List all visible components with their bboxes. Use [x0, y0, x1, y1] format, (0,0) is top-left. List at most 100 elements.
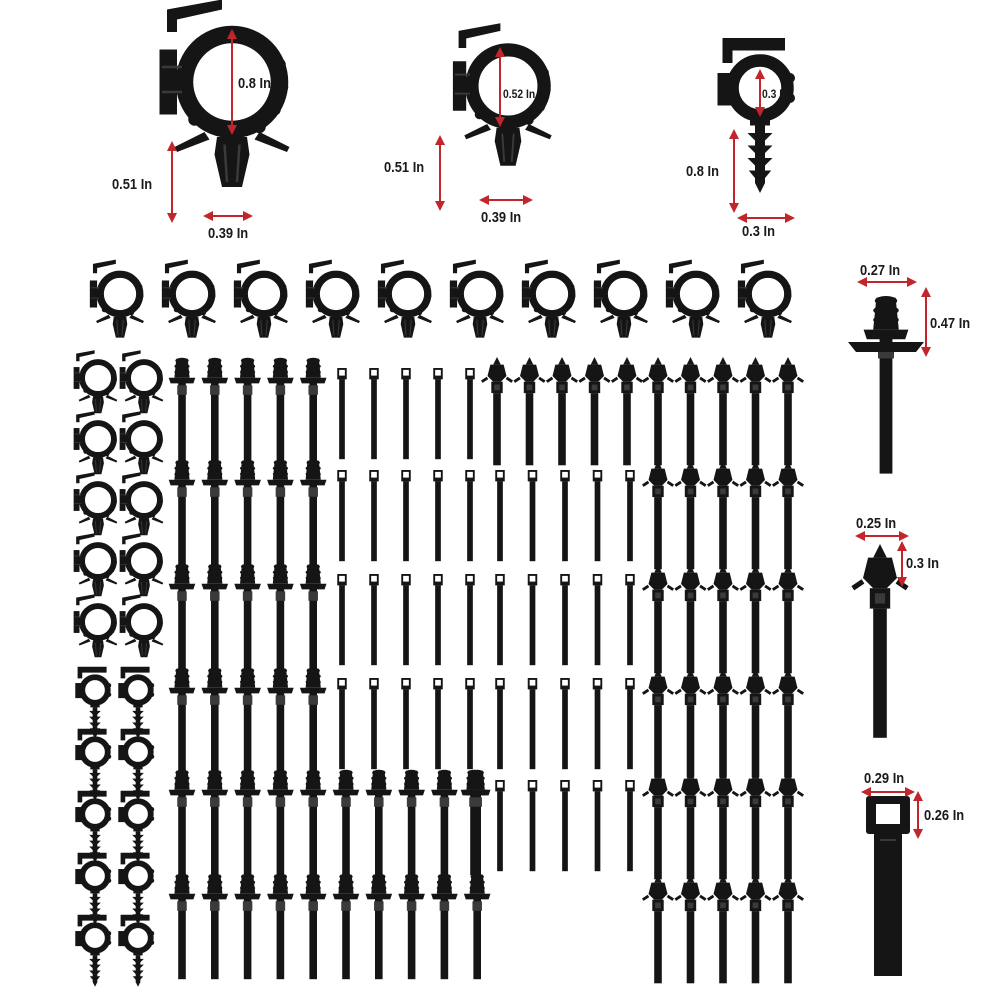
push-mount-tie-icon [234, 563, 261, 670]
arrow-head-tie-icon [706, 667, 740, 779]
screw-clip-icon [118, 791, 154, 863]
cable-tie-icon [337, 470, 347, 562]
large-clip-height-label: 0.51 In [112, 176, 153, 193]
cable-tie-icon [625, 780, 635, 872]
screw-clip-icon [75, 667, 111, 739]
arrow-head-tie-icon [706, 873, 740, 985]
cable-tie-icon [592, 470, 603, 562]
cable-tie-icon [401, 368, 411, 460]
push-mount-tie-icon [299, 667, 327, 774]
large-clip-dimension-lines [167, 29, 253, 223]
cable-tie-icon [369, 470, 379, 562]
cable-tie-icon [369, 574, 379, 666]
push-mount-tie-icon [267, 563, 294, 670]
arrow-head-tie-icon [641, 667, 675, 779]
push-mount-tie-icon [168, 459, 196, 566]
push-mount-tie-icon [398, 769, 425, 876]
loom-clip-icon [120, 533, 164, 596]
loom-clip-icon [120, 411, 164, 474]
screw-clip-icon [75, 915, 111, 987]
cable-tie-icon [495, 470, 505, 562]
push-mount-tie-icon [201, 667, 229, 774]
push-mount-tie-icon [332, 873, 360, 980]
small-clip-ring-label: 0.3 In [762, 87, 789, 101]
loom-clip-icon [74, 533, 118, 596]
arrow-head-tie-icon [641, 459, 675, 571]
push-mount-tie-icon [267, 873, 294, 980]
cable-tie-icon [465, 678, 475, 770]
small-clip-dimension-lines [729, 69, 795, 223]
cable-tie-icon [866, 796, 910, 976]
push-mount-tie-icon [299, 563, 327, 670]
arrow-head-tie-icon [641, 769, 675, 881]
small-clip-width-label: 0.3 In [742, 223, 775, 240]
arrow-head-tie-icon [853, 544, 907, 738]
arrow-head-tie-icon [673, 873, 708, 985]
arrow-tie-width-label: 0.25 In [856, 515, 897, 532]
push-mount-tie-icon [201, 769, 229, 876]
arrow-head-tie-icon [706, 769, 740, 881]
cable-tie-icon [495, 574, 505, 666]
loom-clip-icon [738, 260, 792, 338]
arrow-head-tie-icon [577, 355, 612, 467]
cable-tie-icon [369, 368, 379, 460]
cable-tie-icon [465, 574, 475, 666]
loom-clip-icon [74, 350, 118, 413]
cable-tie-icon [337, 574, 347, 666]
loom-clip-icon [120, 472, 164, 535]
push-mount-tie-icon [431, 769, 458, 876]
loom-clip-icon [162, 260, 216, 338]
arrow-head-tie-icon [738, 873, 773, 985]
screw-clip-icon [75, 853, 111, 925]
arrow-head-tie-icon [771, 769, 805, 881]
cable-tie-icon [560, 678, 570, 770]
arrow-head-tie-icon [480, 355, 514, 467]
large-clip-ring-label: 0.8 In [238, 75, 271, 92]
loom-clip-icon [120, 594, 164, 657]
push-tie-height-label: 0.47 In [930, 315, 971, 332]
medium-clip-ring-label: 0.52 In [503, 87, 536, 101]
arrow-head-tie-icon [673, 563, 708, 675]
cable-tie-icon [527, 678, 538, 770]
push-mount-tie-icon [168, 563, 196, 670]
arrow-head-tie-icon [706, 459, 740, 571]
cable-tie-icon [592, 780, 603, 872]
loom-clip-icon [306, 260, 360, 338]
loom-clip-icon [74, 594, 118, 657]
loom-clip-icon [120, 350, 164, 413]
arrow-head-tie-icon [673, 769, 708, 881]
arrow-head-tie-icon [771, 355, 805, 467]
cable-tie-icon [560, 780, 570, 872]
arrow-head-tie-icon [738, 459, 773, 571]
cable-tie-icon [592, 678, 603, 770]
large-loom-clip-icon [160, 0, 290, 187]
arrow-head-tie-icon [771, 459, 805, 571]
push-mount-tie-icon [168, 667, 196, 774]
arrow-head-tie-icon [738, 563, 773, 675]
push-mount-tie-icon [201, 357, 229, 464]
loom-clip-icon [450, 260, 504, 338]
cable-tie-icon [625, 574, 635, 666]
arrow-head-tie-icon [641, 873, 675, 985]
screw-clip-icon [118, 853, 154, 925]
arrow-head-tie-icon [738, 355, 773, 467]
cable-tie-icon [433, 574, 443, 666]
arrow-head-tie-icon [545, 355, 579, 467]
push-mount-tie-icon [848, 296, 924, 474]
cable-tie-icon [625, 470, 635, 562]
push-mount-tie-icon [234, 459, 261, 566]
cable-tie-icon [465, 368, 475, 460]
loom-clip-icon [90, 260, 144, 338]
push-mount-tie-icon [234, 357, 261, 464]
arrow-head-tie-icon [738, 769, 773, 881]
screw-clip-icon [118, 729, 154, 801]
push-tie-width-label: 0.27 In [860, 262, 901, 279]
push-mount-tie-icon [168, 769, 196, 876]
cable-tie-icon [401, 574, 411, 666]
loom-clip-icon [74, 411, 118, 474]
cable-tie-icon [527, 574, 538, 666]
medium-clip-height-label: 0.51 In [384, 159, 425, 176]
push-mount-tie-icon [299, 459, 327, 566]
